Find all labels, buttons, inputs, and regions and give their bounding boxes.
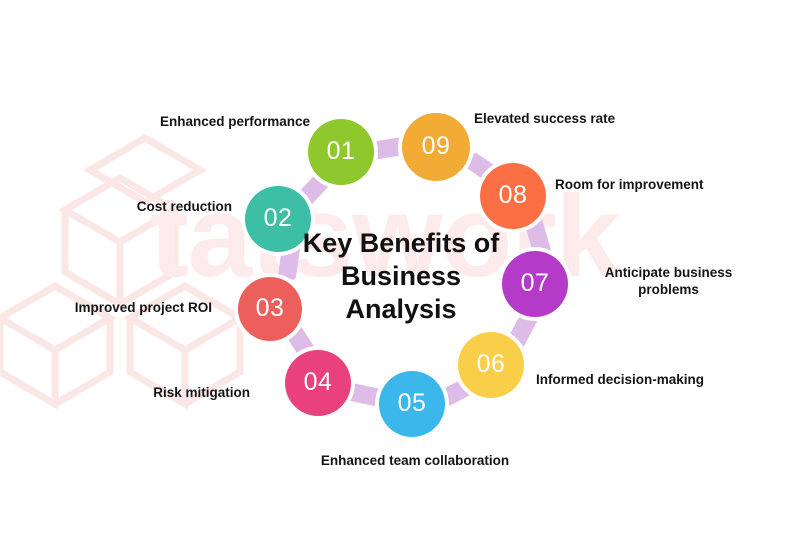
node-number-02: 02 [263,203,293,232]
cube-decoration-left [0,173,247,410]
node-circle-06[interactable]: 06 [458,332,524,398]
title-line-1: Key Benefits of [302,228,500,258]
node-label-04: Risk mitigation [153,385,250,400]
page-title: Key Benefits of Business Analysis [288,227,514,326]
node-label-07: Anticipate business problems [604,265,733,298]
title-line-2: Business [340,260,462,291]
node-label-05: Enhanced team collaboration [320,453,510,468]
node-circle-01[interactable]: 01 [308,119,374,185]
node-label-09: Elevated success rate [474,111,616,126]
node-label-08: Room for improvement [555,177,704,192]
cube-decoration-topleft [83,133,207,207]
node-circle-05[interactable]: 05 [379,371,445,437]
node-label-01: Enhanced performance [159,114,310,129]
node-number-07: 07 [520,268,550,297]
node-circle-02[interactable]: 02 [245,186,311,252]
title-line-3: Analysis [345,293,457,324]
node-number-09: 09 [421,131,451,160]
node-label-02: Cost reduction [136,199,232,214]
node-circle-09[interactable]: 09 [402,113,470,181]
node-number-03: 03 [255,293,285,322]
node-number-06: 06 [476,349,506,378]
node-number-01: 01 [326,136,356,165]
node-number-04: 04 [303,367,333,396]
node-number-05: 05 [397,388,427,417]
node-label-03: Improved project ROI [74,300,212,315]
node-label-06: Informed decision-making [536,372,705,387]
node-circle-08[interactable]: 08 [480,163,546,229]
node-circle-03[interactable]: 03 [238,277,302,341]
node-number-08: 08 [498,180,528,209]
node-circle-07[interactable]: 07 [502,251,568,317]
node-circle-04[interactable]: 04 [285,350,351,416]
